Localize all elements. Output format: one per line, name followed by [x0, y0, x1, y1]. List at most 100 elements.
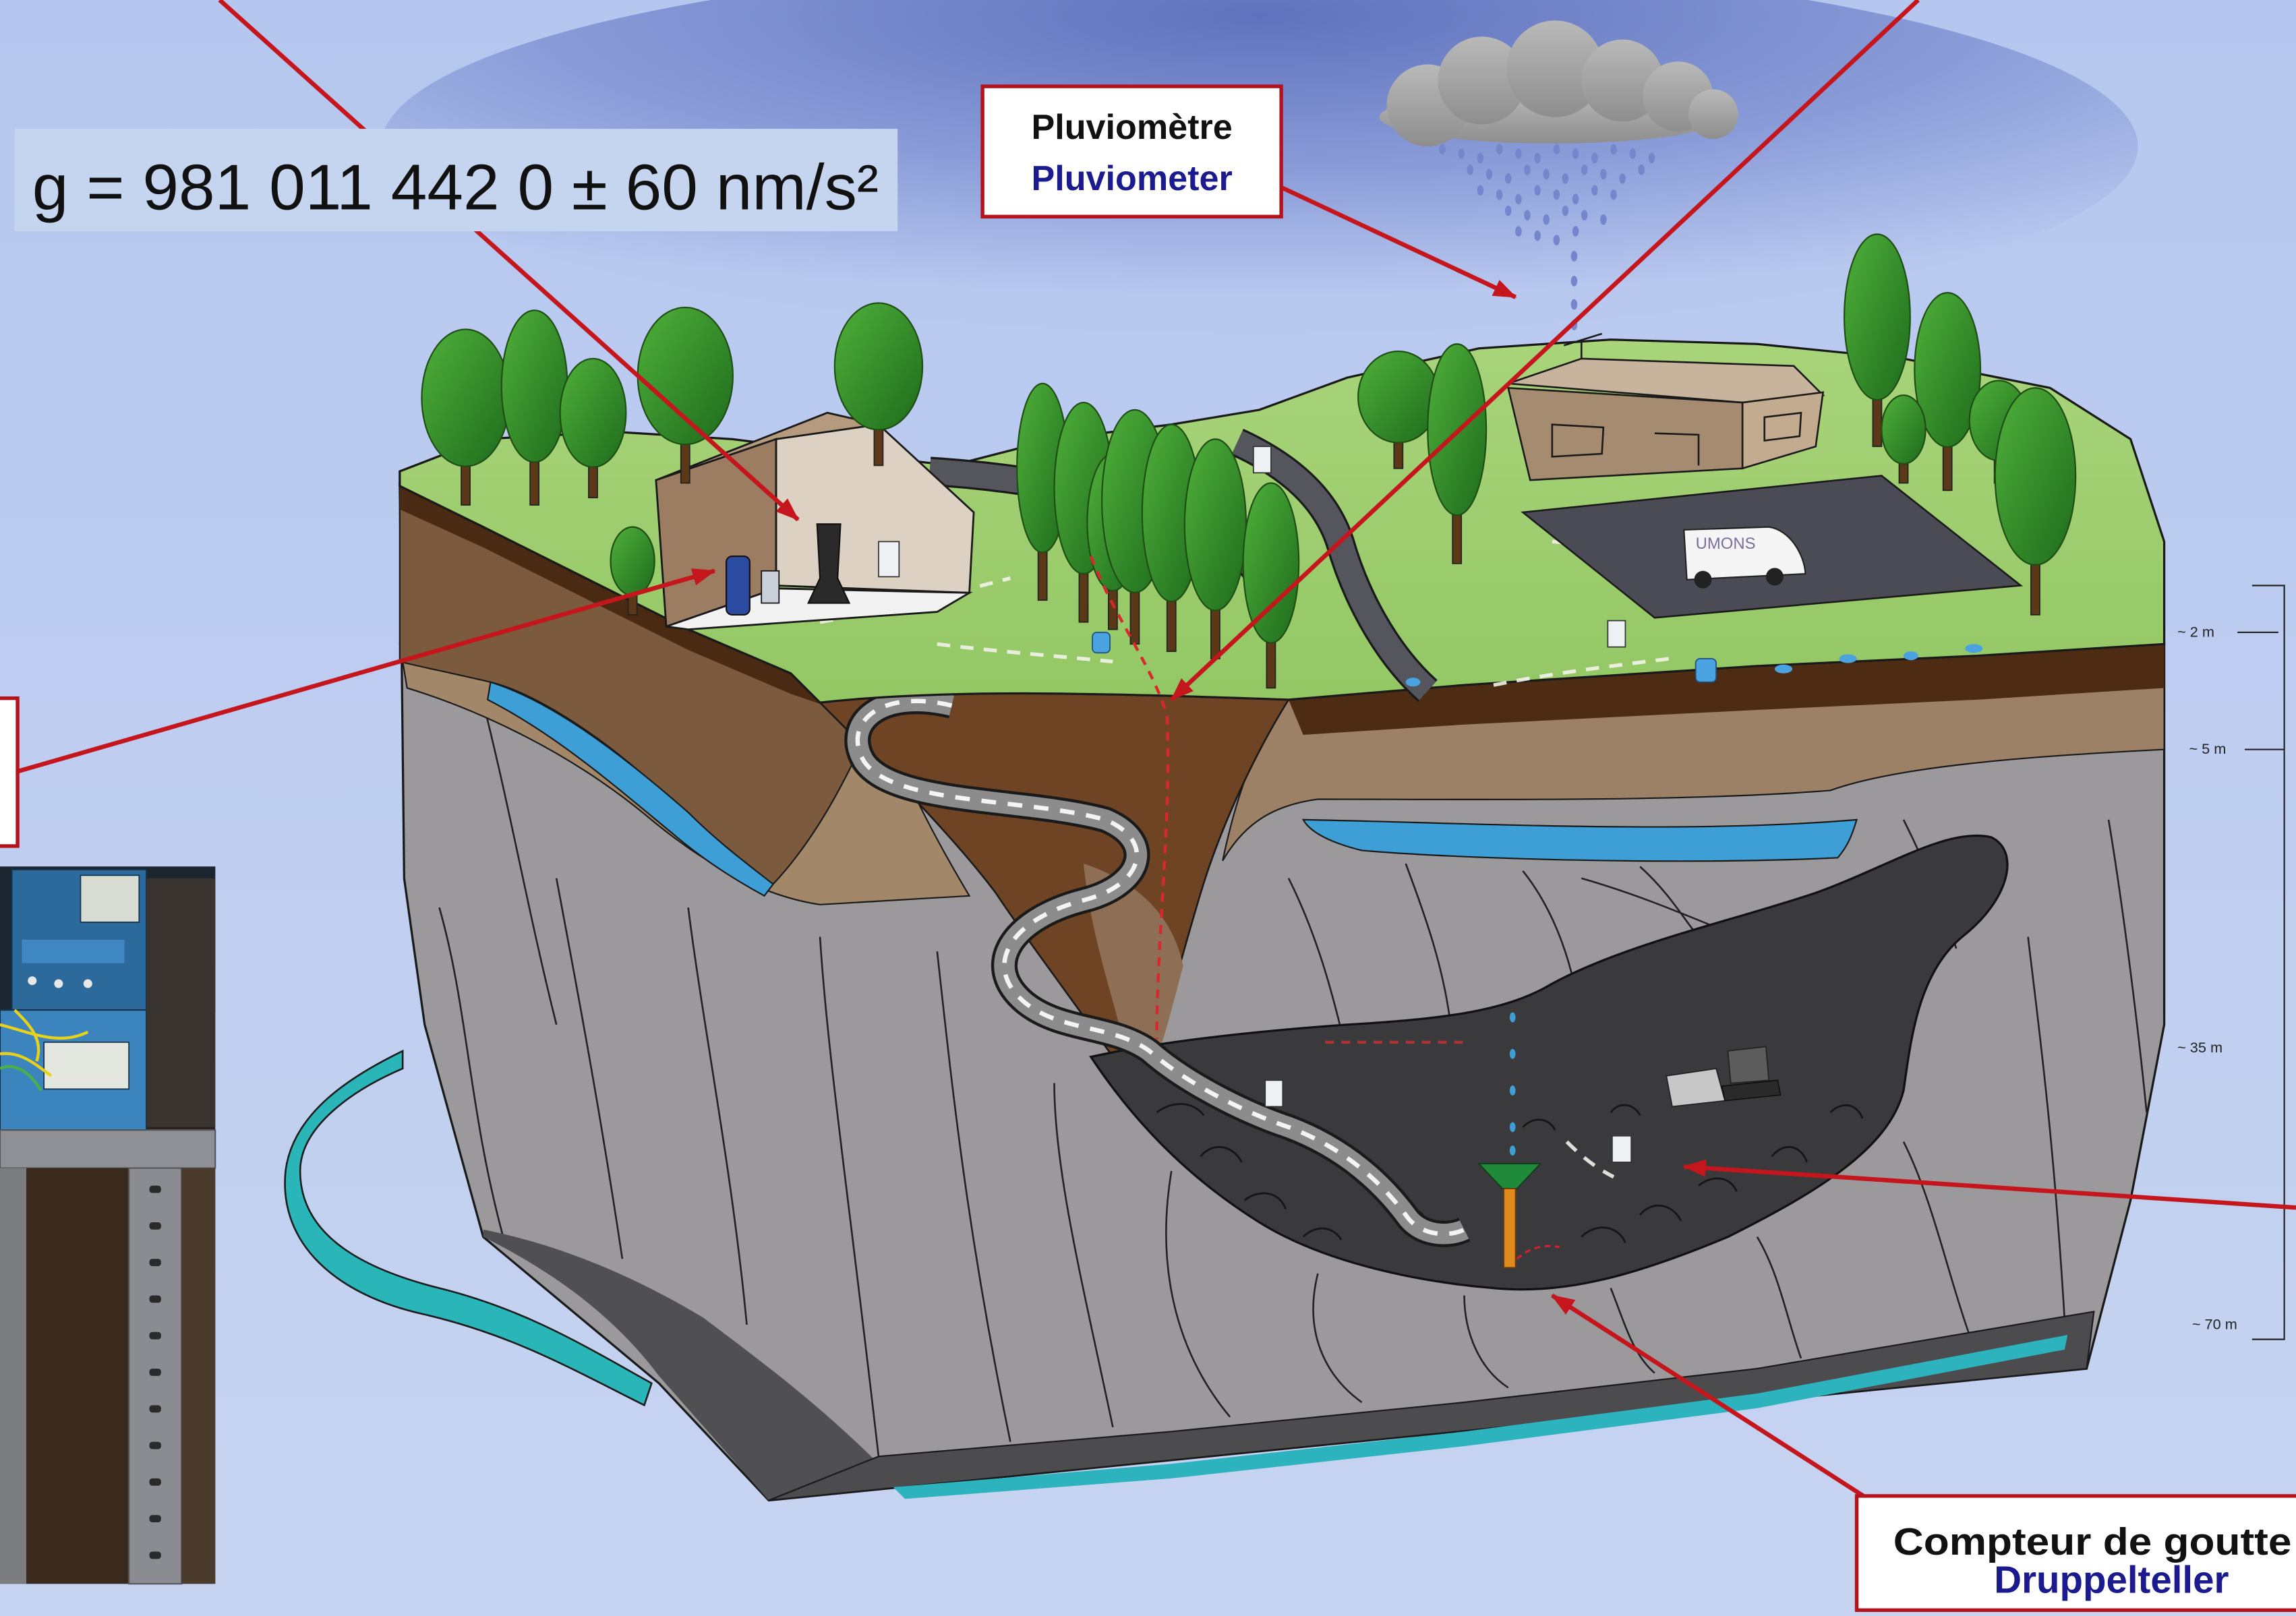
tree — [1914, 292, 1982, 491]
tree — [833, 302, 924, 467]
rain-drop — [1629, 148, 1637, 159]
water-bucket — [1092, 632, 1111, 654]
tree — [1994, 387, 2077, 616]
rain-drop — [1572, 193, 1579, 205]
tree-canopy — [500, 309, 568, 463]
rain-drop — [1638, 164, 1645, 175]
rain-drop — [1504, 205, 1512, 216]
rain-gauge-label-box — [980, 84, 1283, 219]
rain-drop — [1562, 205, 1569, 216]
tree-canopy — [1183, 438, 1247, 611]
rain-drop — [1534, 230, 1541, 241]
rain-drop — [1496, 144, 1503, 155]
tree — [500, 309, 568, 506]
drip-counter-pole — [1503, 1188, 1517, 1269]
tree-canopy — [1843, 233, 1911, 401]
rain-drop — [1581, 210, 1588, 220]
rain-drop — [1439, 144, 1446, 155]
drip-counter-label-border — [1854, 1494, 2296, 1613]
rain-drop — [1572, 148, 1579, 159]
rain-drop — [1572, 226, 1579, 237]
water-drop — [1509, 1085, 1516, 1096]
blue-instrument-case — [726, 555, 750, 616]
rain-drop — [1467, 164, 1474, 175]
arrow-to-cave-sensor — [1682, 1159, 2296, 1210]
lower-rock-shadow — [483, 1229, 879, 1501]
arrow-to-shelter — [17, 568, 716, 774]
rain-drop — [1600, 214, 1607, 225]
road-into-cave — [844, 688, 1471, 1247]
water-drop — [1509, 1145, 1516, 1156]
rain-gauge-label-fr: Pluviomètre — [1031, 108, 1232, 147]
rain-drop — [1581, 164, 1588, 175]
tree — [1881, 394, 1926, 484]
rain-drop — [1515, 148, 1522, 159]
water-drop — [1509, 1012, 1516, 1023]
frame-hole — [149, 1515, 161, 1523]
frame-hole — [149, 1478, 161, 1486]
absolute-gravimeter — [806, 523, 851, 604]
rain-drop — [1543, 169, 1550, 180]
gravity-label-box — [14, 129, 898, 232]
frame-hole — [149, 1441, 161, 1449]
rain-drop — [1496, 189, 1503, 200]
arrow-to-rain — [1280, 185, 1517, 299]
frame-hole — [149, 1331, 161, 1340]
rain-drop — [1570, 299, 1578, 310]
arrow-to-gravimeter — [218, 0, 800, 522]
frame-hole — [149, 1185, 161, 1193]
van-logo-text: UMONS — [1696, 535, 1756, 553]
drip-counter-cable — [1516, 1245, 1560, 1260]
rain-drop — [1619, 173, 1626, 184]
rain-drop — [1562, 173, 1569, 184]
university-van: UMONS — [1683, 526, 1806, 589]
frame-hole — [149, 1369, 161, 1376]
drip-counter-funnel — [1477, 1163, 1542, 1189]
rain-drop — [1543, 214, 1550, 225]
rain-drop — [1610, 144, 1617, 155]
annotation-arrows — [17, 0, 2296, 1510]
rain-drops — [1439, 144, 1655, 330]
deep-water-stripe — [893, 1335, 2068, 1499]
cave — [1089, 834, 2009, 1291]
drip-counter-label-bg — [1856, 1495, 2296, 1611]
cave-sensor — [1612, 1135, 1632, 1163]
tree-canopy — [1914, 292, 1982, 448]
drip-counter-label-fr: Compteur de goutte — [1893, 1520, 2292, 1563]
rain-drop — [1553, 189, 1560, 200]
rain-drop — [1553, 235, 1560, 245]
arrow-to-borehole — [1170, 0, 1920, 702]
partial-label-box — [0, 696, 20, 848]
frame-hole — [149, 1405, 161, 1413]
drip-counter-label: Compteur de goutte Druppelteller — [1854, 1494, 2296, 1613]
surface-sensors — [1092, 446, 1983, 687]
tree — [637, 306, 734, 484]
depth-bracket — [2251, 585, 2285, 1340]
rain-gauge-label: Pluviomètre Pluviometer — [980, 84, 1283, 219]
rain-cloud — [1379, 20, 1738, 147]
rain-drop — [1610, 189, 1617, 200]
tree — [559, 357, 627, 499]
gravity-label: g = 981 011 442 0 ± 60 nm/s² — [14, 129, 898, 232]
rain-drop — [1515, 193, 1522, 205]
depth-label-2m: ~ 2 m — [2177, 623, 2214, 640]
laptop-screen — [1727, 1046, 1770, 1084]
arrow-to-drip-counter — [1551, 1293, 1883, 1510]
rain-drop — [1648, 152, 1655, 164]
rain-drop — [1515, 226, 1522, 237]
cave-sensor — [1264, 1079, 1284, 1108]
frame-hole — [149, 1259, 161, 1267]
gravity-value-text: g = 981 011 442 0 ± 60 nm/s² — [32, 152, 879, 223]
depth-label-35m: ~ 35 m — [2177, 1039, 2223, 1056]
equipment-photo — [0, 866, 216, 1585]
depth-scale — [2237, 585, 2285, 1340]
rain-drop — [1524, 210, 1531, 220]
topsoil-right — [1288, 644, 2165, 735]
river — [284, 1049, 653, 1407]
tree-canopy — [1357, 351, 1440, 444]
water-splashes — [1405, 644, 1983, 687]
water-lens-right — [1301, 818, 1858, 862]
rain-drop — [1504, 173, 1512, 184]
superconducting-gravimeter-box — [878, 541, 900, 578]
